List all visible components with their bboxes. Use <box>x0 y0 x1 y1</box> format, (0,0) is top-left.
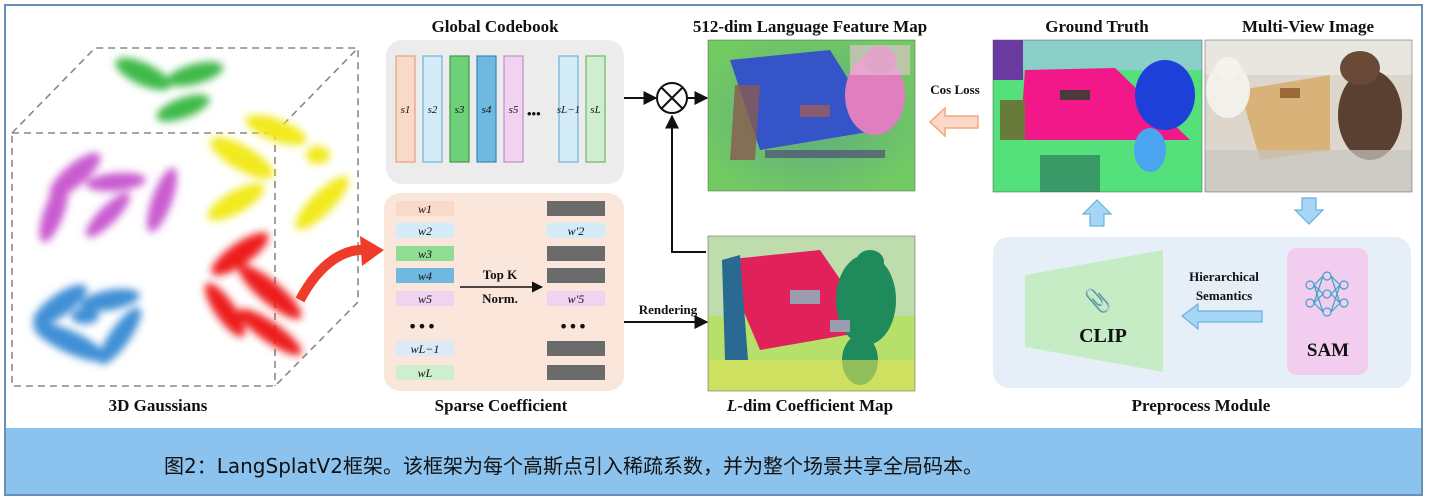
sparse-coefficient-cell <box>547 223 605 238</box>
coefficient-label: w4 <box>418 269 432 283</box>
codebook-entry-label: sL−1 <box>557 104 580 116</box>
sam-to-clip-arrow <box>1181 302 1263 331</box>
sparse-title: Sparse Coefficient <box>435 396 568 415</box>
coefficient-cell <box>396 268 454 283</box>
paperclip-icon: 📎 <box>1084 287 1111 314</box>
coefficient-list-left: w1 w2 w3 w4 w5 wL−1 wL <box>396 201 454 380</box>
caption-text: 图2：LangSplatV2框架。该框架为每个高斯点引入稀疏系数，并为整个场景共… <box>164 454 983 478</box>
sam-box <box>1287 248 1368 375</box>
coefficient-label: w3 <box>418 247 432 261</box>
clip-encoder-shape <box>1025 250 1163 372</box>
image-to-sam-arrow <box>1293 197 1325 225</box>
multiply-cross-2 <box>660 86 684 110</box>
yellow-gaussians <box>207 114 349 230</box>
sparse-coefficient-label: w′2 <box>568 224 585 238</box>
coefficient-label: w2 <box>418 224 432 238</box>
codebook-entry-label: s3 <box>455 104 465 116</box>
coefficient-label: w5 <box>418 292 432 306</box>
coefficient-label: wL <box>418 366 433 380</box>
codebook-entry <box>558 55 579 163</box>
multi-view-image <box>1204 39 1413 193</box>
red-gaussians <box>204 232 302 356</box>
sam-label: SAM <box>1307 340 1349 361</box>
multiview-title: Multi-View Image <box>1242 17 1374 36</box>
codebook-entries: s1 s2 s3 s4 s5 sL−1 sL <box>395 55 606 163</box>
semantics-label: Semantics <box>1196 288 1252 303</box>
coefficient-label: w1 <box>418 202 432 216</box>
codebook-title: Global Codebook <box>431 17 559 36</box>
coefficient-cell <box>396 201 454 216</box>
codebook-entry-label: s2 <box>428 104 438 116</box>
codebook-entry <box>449 55 470 163</box>
codebook-entry <box>503 55 524 163</box>
sparse-coefficient-cell <box>547 291 605 306</box>
coefficient-map <box>707 235 916 392</box>
coefmap-to-multiply-arrow <box>665 114 706 253</box>
coef-map-title-italic: L <box>726 396 737 415</box>
sparse-coefficient-cell <box>547 268 605 283</box>
coefficient-list-right: w′2 w′5 <box>547 201 605 380</box>
neural-network-icon <box>1305 271 1349 317</box>
caption-bar: 图2：LangSplatV2框架。该框架为每个高斯点引入稀疏系数，并为整个场景共… <box>6 428 1421 494</box>
sparse-coefficient-cell <box>547 365 605 380</box>
rendering-label: Rendering <box>639 302 698 317</box>
blue-gaussians <box>33 284 142 365</box>
preprocess-to-gt-arrow <box>1081 199 1113 227</box>
preprocess-title: Preprocess Module <box>1132 396 1271 415</box>
codebook-entry-label: s1 <box>401 104 411 116</box>
sparse-coefficient-label: w′5 <box>568 292 585 306</box>
coef-dots-left: ••• <box>408 317 436 336</box>
norm-label: Norm. <box>482 291 518 306</box>
codebook-entry <box>395 55 416 163</box>
codebook-entry-label: sL <box>590 104 600 116</box>
sparse-coefficient-cell <box>547 341 605 356</box>
topk-label: Top K <box>483 267 518 282</box>
coefficient-cell <box>396 341 454 356</box>
feature-map-title: 512-dim Language Feature Map <box>693 17 927 36</box>
gaussians-title: 3D Gaussians <box>109 396 208 415</box>
codebook-entry <box>476 55 497 163</box>
codebook-entry <box>585 55 606 163</box>
ground-truth-image <box>992 39 1203 193</box>
cos-loss-label: Cos Loss <box>930 82 980 97</box>
coef-map-title-rest: -dim Coefficient Map <box>737 396 893 415</box>
cos-loss-arrow <box>928 106 979 138</box>
coefficient-cell <box>396 291 454 306</box>
coefficient-cell <box>396 365 454 380</box>
language-feature-map <box>707 39 916 192</box>
sparse-coefficient-cell <box>547 246 605 261</box>
framework-diagram: s1 s2 s3 s4 s5 sL−1 sL ••• w1 w2 w3 w4 w5 wL−1 wL w′… <box>11 17 1413 415</box>
sparse-coefficient-cell <box>547 201 605 216</box>
coef-dots-right: ••• <box>559 317 587 336</box>
codebook-entry-label: s4 <box>482 104 492 116</box>
magenta-gaussians <box>39 152 177 243</box>
hierarchical-label: Hierarchical <box>1189 269 1259 284</box>
codebook-entry-label: s5 <box>509 104 519 116</box>
ground-truth-title: Ground Truth <box>1045 17 1149 36</box>
coefficient-label: wL−1 <box>411 342 440 356</box>
clip-label: CLIP <box>1079 325 1127 347</box>
selection-arrowhead <box>360 236 384 266</box>
coefficient-cell <box>396 223 454 238</box>
coef-map-title: L-dim Coefficient Map <box>726 396 893 415</box>
coefficient-cell <box>396 246 454 261</box>
codebook-dots: ••• <box>527 106 541 121</box>
green-gaussians <box>115 57 224 122</box>
codebook-entry <box>422 55 443 163</box>
